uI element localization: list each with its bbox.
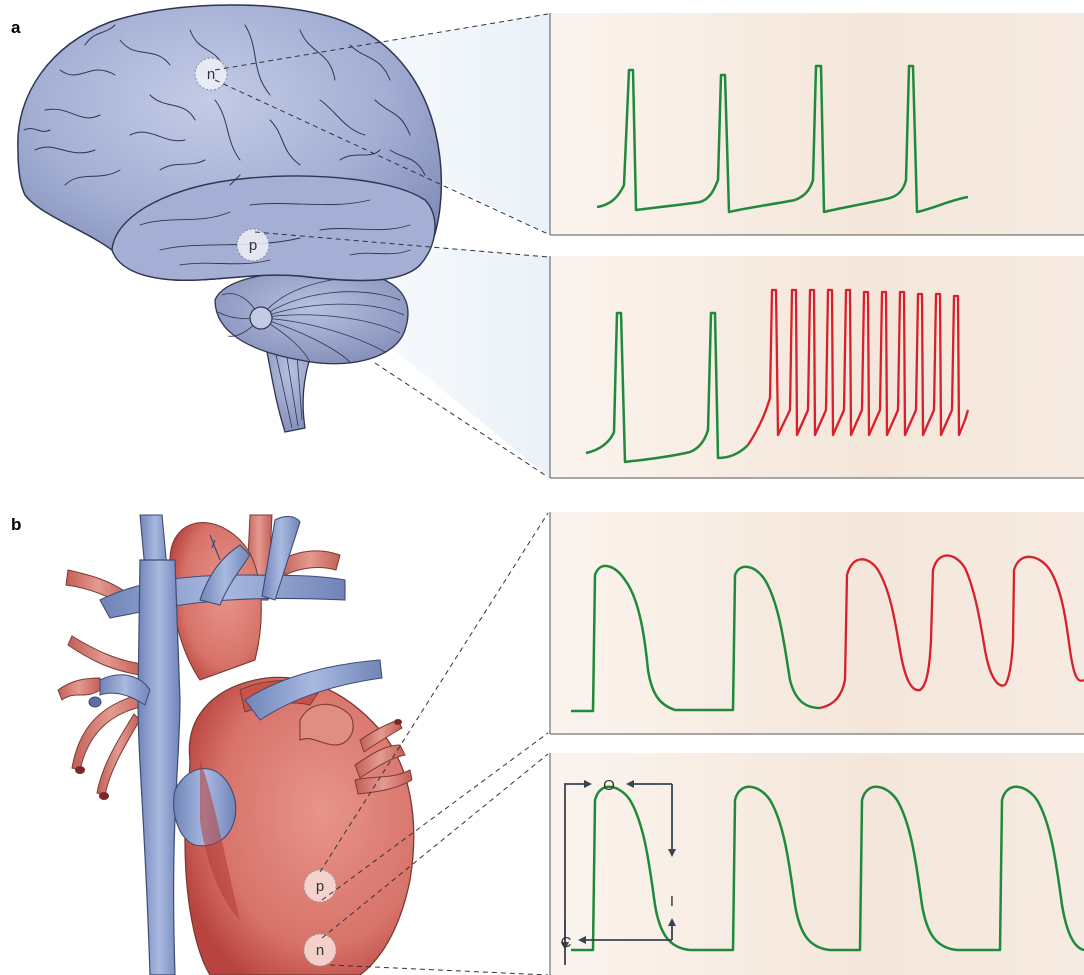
- trace-panel-a1: [550, 13, 1084, 235]
- panel-label-a: a: [11, 18, 21, 37]
- panel-label-b: b: [11, 515, 21, 534]
- channel-state-closed: C: [561, 934, 572, 951]
- trace-panel-b1: [550, 512, 1084, 734]
- heart-marker-n: n: [316, 942, 324, 959]
- brain-marker-p: p: [249, 237, 257, 254]
- heart-marker-p: p: [316, 878, 324, 895]
- channel-state-open: O: [603, 777, 615, 794]
- channel-state-inactivated: I: [670, 893, 674, 910]
- trace-panel-a2: [550, 256, 1084, 478]
- brain-marker-n: n: [207, 66, 215, 83]
- heart-illustration: p n: [58, 515, 414, 975]
- brain-illustration: n p: [18, 5, 442, 432]
- vena-cava: [138, 560, 180, 975]
- trace-panel-b2: [550, 753, 1084, 975]
